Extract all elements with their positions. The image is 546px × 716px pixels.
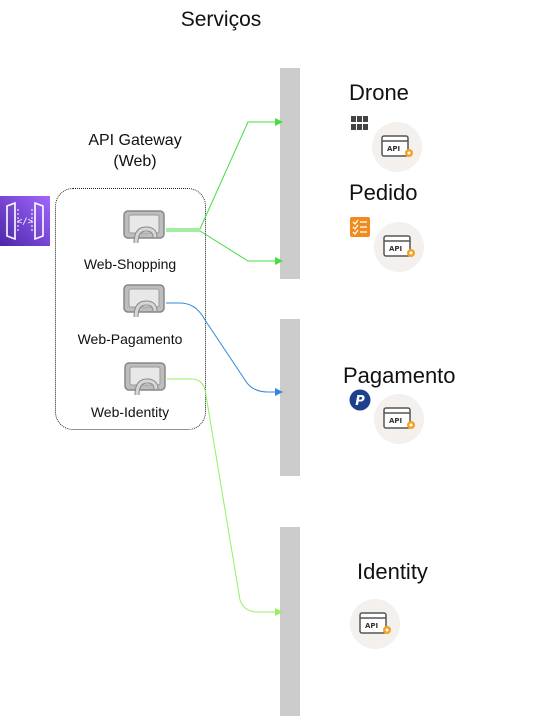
service-bar-pagamento [280,319,300,476]
api-icon-pagamento: API [374,394,424,444]
api-icon-identity: API [350,599,400,649]
connector-shopping-pedido [166,230,283,265]
web-shopping-label: Web-Shopping [83,256,177,272]
api-icon-pedido: API [374,222,424,272]
api-icon-drone: API [372,122,422,172]
service-bar-drone-pedido [280,68,300,279]
gateway-group [55,188,206,430]
svg-text:</>: </> [17,217,34,227]
svg-text:API: API [389,245,402,253]
svg-text:API: API [365,622,378,630]
checklist-icon [350,217,370,237]
connector-pagamento [166,302,283,396]
service-bar-identity [280,527,300,716]
service-label-pedido: Pedido [349,180,418,205]
connector-identity [167,378,283,616]
web-shopping-client-icon [122,209,166,245]
svg-text:P: P [355,394,365,409]
gateway-title: API Gateway (Web) [88,132,182,170]
grid-icon [350,114,370,134]
paypal-icon: P [349,389,371,411]
web-pagamento-client-icon [122,283,166,319]
web-pagamento-label: Web-Pagamento [77,331,183,347]
web-identity-client-icon [123,361,167,397]
svg-text:API: API [389,417,402,425]
page-title: Serviços [180,8,262,31]
service-label-identity: Identity [357,559,428,584]
api-gateway-icon: </> [0,196,50,246]
web-identity-label: Web-Identity [90,404,170,420]
svg-text:API: API [387,145,400,153]
connector-shopping-drone [166,118,283,230]
service-label-pagamento: Pagamento [343,363,456,388]
service-label-drone: Drone [349,80,409,105]
